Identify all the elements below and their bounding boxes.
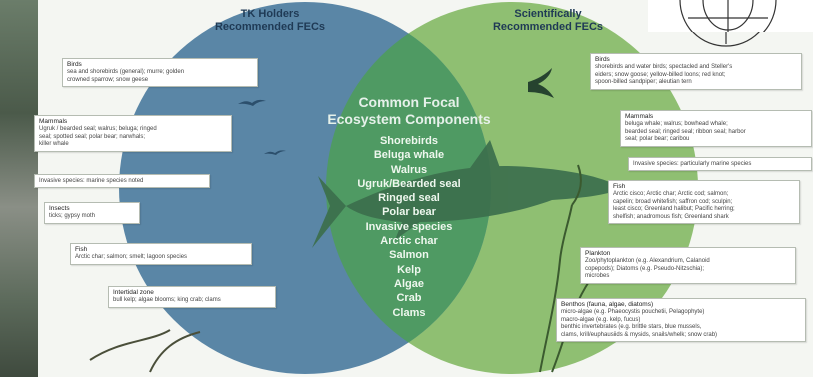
list-item: Ugruk/Bearded seal: [357, 177, 461, 190]
left-circle-title: TK Holders Recommended FECs: [214, 8, 326, 33]
list-item: Beluga whale: [373, 149, 445, 162]
box-title: Mammals: [625, 113, 654, 120]
list-item: Crab: [396, 292, 422, 305]
overlap-region: [326, 2, 491, 374]
box-title: Insects: [49, 205, 70, 212]
box-body: shorebirds and water birds; spectacled a…: [595, 64, 733, 86]
common-components-list: Shorebirds Beluga whale Walrus Ugruk/Bea…: [326, 134, 492, 320]
box-title: Birds: [595, 56, 610, 63]
box-title: Benthos (fauna, algae, diatoms): [561, 301, 654, 308]
box-title: Fish: [75, 246, 88, 253]
list-item: Shorebirds: [379, 135, 439, 147]
list-item: Invasive species: [365, 220, 453, 233]
list-item: Kelp: [397, 263, 421, 276]
box-body: Arctic char; salmon; smelt; lagoon speci…: [75, 254, 188, 260]
list-item: Clams: [392, 306, 426, 319]
sci-plankton-box: Plankton Zoo/phytoplankton (e.g. Alexand…: [580, 247, 796, 284]
box-body: micro-algae (e.g. Phaeocystis pouchetii,…: [561, 309, 718, 338]
box-body: Arctic cisco; Arctic char; Arctic cod; s…: [613, 191, 735, 220]
box-title: Mammals: [39, 118, 68, 125]
bird-silhouette-icon: [528, 68, 554, 98]
list-item: Walrus: [390, 163, 428, 176]
list-item: Ringed seal: [378, 192, 440, 205]
right-circle-title: Scientifically Recommended FECs: [492, 8, 604, 33]
sci-fish-box: Fish Arctic cisco; Arctic char; Arctic c…: [608, 180, 800, 225]
box-text: Invasive species: particularly marine sp…: [633, 161, 752, 167]
sci-benthos-box: Benthos (fauna, algae, diatoms) micro-al…: [556, 298, 806, 343]
kelp-icon: [89, 329, 201, 373]
box-body: bull kelp; algae blooms; king crab; clam…: [113, 297, 221, 303]
box-title: Intertidal zone: [113, 289, 154, 296]
arctic-fish-silhouette-icon: [312, 140, 622, 248]
sci-invasive-box: Invasive species: particularly marine sp…: [628, 157, 812, 171]
box-title: Birds: [67, 61, 82, 68]
tk-fish-box: Fish Arctic char; salmon; smelt; lagoon …: [70, 243, 252, 265]
list-item: Arctic char: [380, 235, 438, 248]
center-title: Common Focal Ecosystem Components: [327, 94, 491, 127]
box-body: Ugruk / bearded seal; walrus; beluga; ri…: [39, 126, 157, 148]
tk-birds-box: Birds sea and shorebirds (general); murr…: [62, 58, 258, 88]
box-text: Invasive species: marine species noted: [39, 178, 144, 184]
list-item: Salmon: [389, 249, 429, 262]
logo-area: [648, 0, 813, 49]
box-body: beluga whale; walrus; bowhead whale; bea…: [625, 121, 746, 143]
list-item: Algae: [394, 277, 424, 290]
box-body: Zoo/phytoplankton (e.g. Alexandrium, Cal…: [585, 258, 710, 280]
box-body: sea and shorebirds (general); murre; gol…: [67, 69, 185, 83]
box-body: ticks; gypsy moth: [49, 213, 96, 219]
box-title: Plankton: [585, 250, 611, 257]
list-item: Polar bear: [382, 206, 436, 219]
tk-intertidal-box: Intertidal zone bull kelp; algae blooms;…: [108, 286, 276, 308]
globe-logo-icon: [679, 0, 777, 49]
tk-insects-box: Insects ticks; gypsy moth: [44, 202, 140, 224]
sci-birds-box: Birds shorebirds and water birds; specta…: [590, 53, 802, 90]
background-photo-strip: [0, 0, 38, 377]
tk-mammals-box: Mammals Ugruk / bearded seal; walrus; be…: [34, 115, 232, 152]
tk-invasive-box: Invasive species: marine species noted: [34, 174, 210, 188]
box-title: Fish: [613, 183, 626, 190]
sci-mammals-box: Mammals beluga whale; walrus; bowhead wh…: [620, 110, 812, 147]
